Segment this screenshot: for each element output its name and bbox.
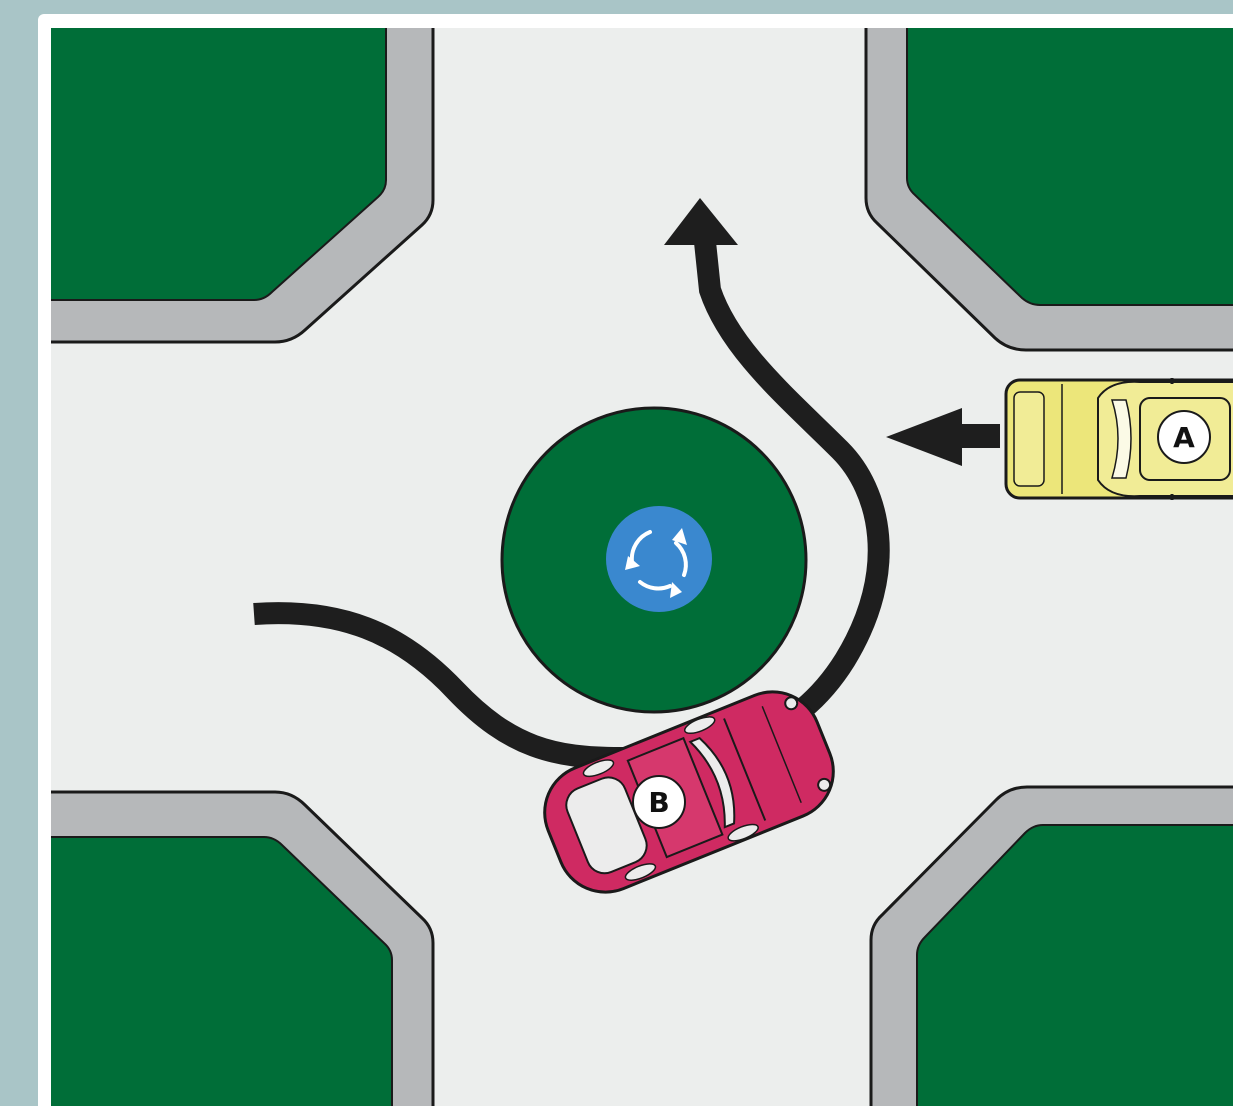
roundabout-arrows-icon [629, 530, 688, 591]
corner-block-bottom-right [869, 785, 1233, 1106]
car-a-label-badge: A [1157, 410, 1211, 464]
car-b-label: B [648, 786, 669, 819]
corner-block-bottom-left [51, 790, 435, 1106]
corner-block-top-left [51, 28, 435, 344]
corner-block-top-right [864, 28, 1233, 352]
car-b [543, 690, 835, 894]
car-a-label: A [1173, 421, 1195, 454]
car-b-label-badge: B [632, 775, 686, 829]
car-b-path-arrowhead [664, 198, 738, 245]
car-a-direction-arrow [886, 408, 1000, 466]
roundabout-sign [606, 506, 712, 612]
